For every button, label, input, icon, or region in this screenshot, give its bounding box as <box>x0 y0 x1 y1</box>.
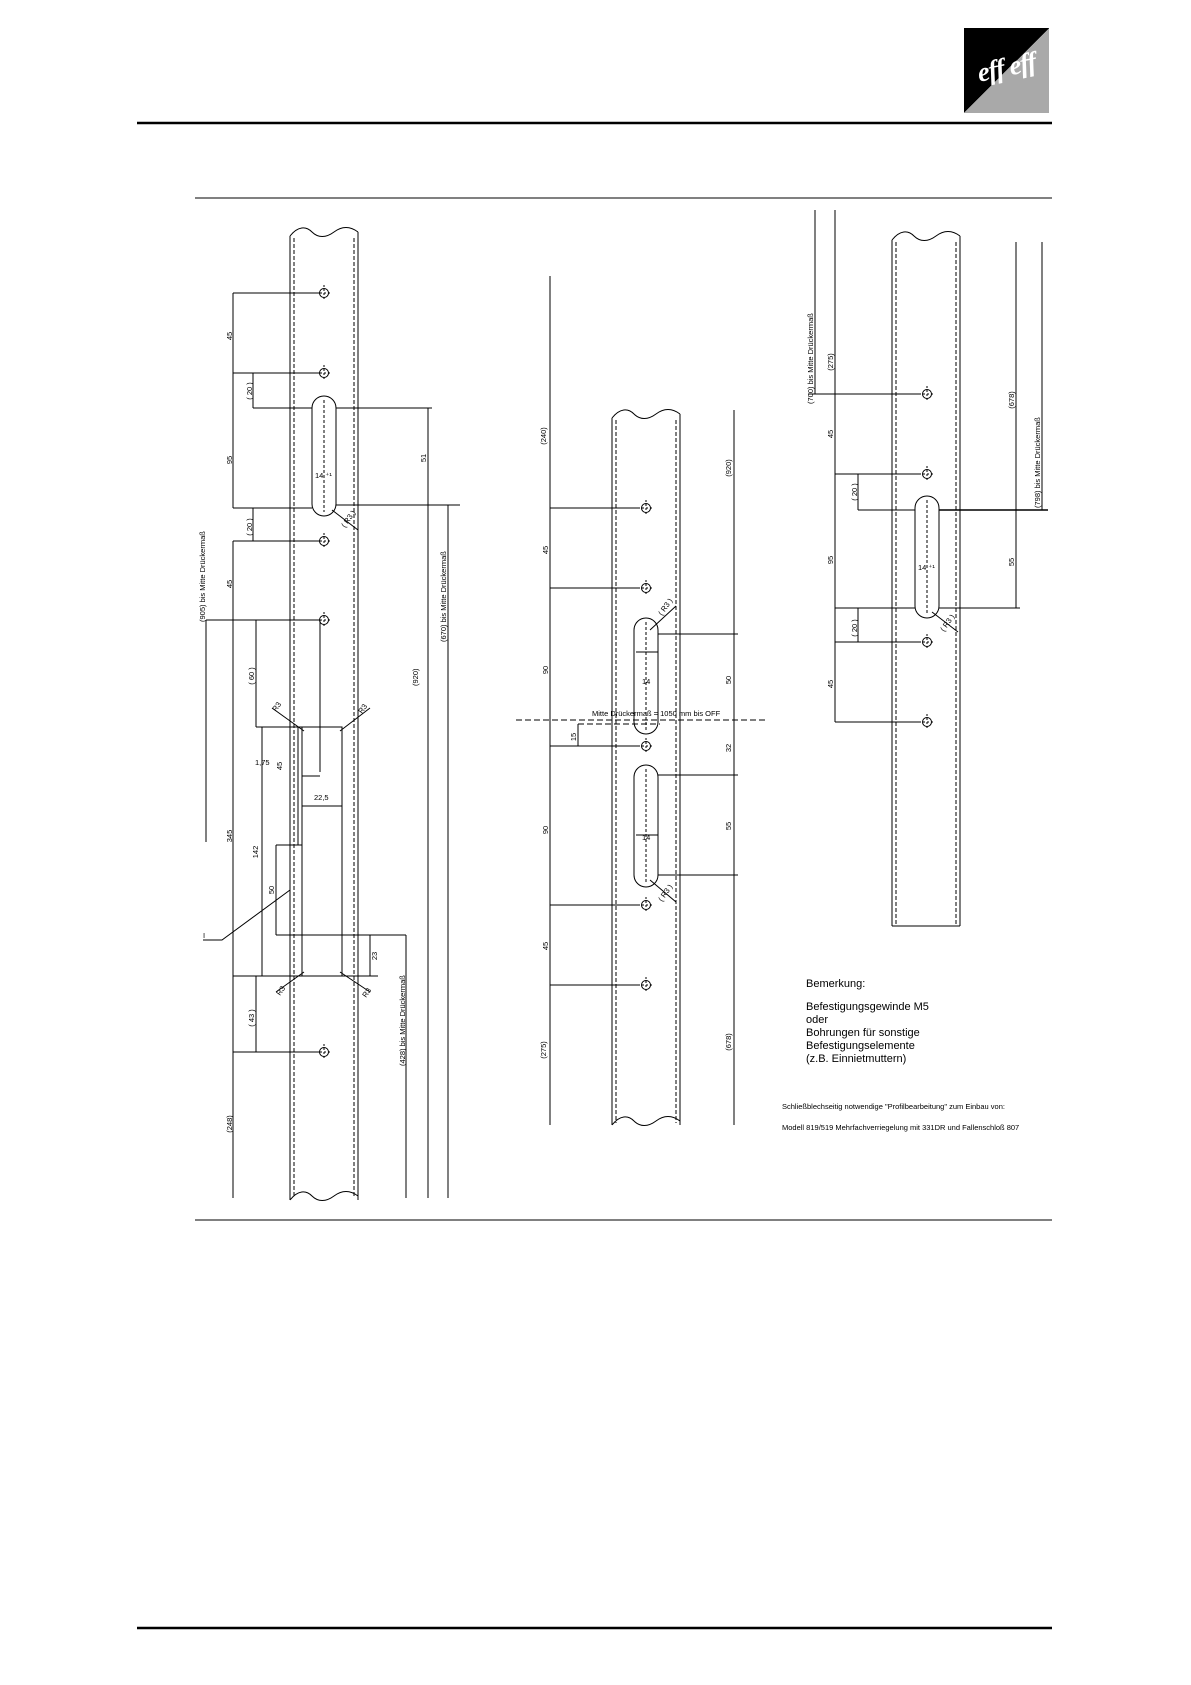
dim-r3a: ( R3 ) <box>339 508 357 529</box>
dim2-14b: 14 <box>642 833 650 842</box>
drawing-2-text: (240) (920) 45 ( R3 ) 90 14 50 Mitte Drü… <box>539 427 733 1059</box>
dim2-50a: 50 <box>724 676 733 684</box>
dim-45c: 45 <box>275 762 284 770</box>
dim-51: 51 <box>419 454 428 462</box>
dim-r3d: R3 <box>274 984 287 997</box>
dim3-45b: 45 <box>826 680 835 688</box>
dim2-55: 55 <box>724 822 733 830</box>
remarks-line: oder <box>806 1014 829 1026</box>
dim-345: 345 <box>225 830 234 843</box>
remarks-line: Befestigungselemente <box>806 1040 915 1052</box>
dim3-55: 55 <box>1007 558 1016 566</box>
holes-3 <box>919 386 935 730</box>
remarks-block: Bemerkung: Befestigungsgewinde M5 oder B… <box>806 978 929 1066</box>
slot-3 <box>914 495 940 619</box>
profile-3-outline <box>891 231 961 926</box>
dim-60: ( 60 ) <box>247 667 256 685</box>
dim3-20a: ( 20 ) <box>850 483 859 501</box>
dim-14: 14 ⁺¹ <box>315 471 332 480</box>
dim2-240: (240) <box>539 427 548 445</box>
dim2-mitte: Mitte Drückermaß = 1050 mm bis OFF <box>592 709 721 718</box>
dim3-14: 14 ⁺¹ <box>918 563 935 572</box>
dim-43: ( 43 ) <box>247 1009 256 1027</box>
dim3-95: 95 <box>826 556 835 564</box>
dim-20a: ( 20 ) <box>245 382 254 400</box>
dim2-45b: 45 <box>541 942 550 950</box>
profile-2-outline <box>611 409 681 1126</box>
dim3-678: (678) <box>1007 391 1016 409</box>
effeff-logo: eff eff <box>964 28 1049 113</box>
remarks-title: Bemerkung: <box>806 978 866 990</box>
footnote-line-2: Modell 819/519 Mehrfachverriegelung mit … <box>782 1123 1020 1132</box>
drawing-1-text: 45 ( 20 ) 95 14 ⁺¹ ( R3 ) ( 20 ) 45 51 (… <box>198 332 448 1133</box>
dim2-45a: 45 <box>541 546 550 554</box>
label-670: (670) bis Mitte Drückermaß <box>439 551 448 642</box>
slot-1 <box>311 395 337 517</box>
dim2-90a: 90 <box>541 666 550 674</box>
dim2-r3b: ( R3 ) <box>656 882 674 903</box>
dim-r3b: R3 <box>270 700 283 713</box>
dim-45a: 45 <box>225 332 234 340</box>
dim-23: 23 <box>370 952 379 960</box>
drawing-1 <box>203 227 460 1201</box>
dim3-275: (275) <box>826 353 835 371</box>
dim2-90b: 90 <box>541 826 550 834</box>
holes-2 <box>638 500 654 993</box>
footnote-line-1: Schließblechseitig notwendige "Profilbea… <box>782 1102 1005 1111</box>
cutout-1 <box>301 726 343 977</box>
remarks-line: (z.B. Einnietmuttern) <box>806 1053 907 1065</box>
slot-2b <box>633 764 659 888</box>
label-428: (428) bis Mitte Drückermaß <box>398 975 407 1066</box>
dim2-32: 32 <box>724 744 733 752</box>
drawing-3 <box>808 210 1048 927</box>
drawing-3-text: (700) bis Mitte Drückermaß (275) (678) 4… <box>806 313 1042 688</box>
dim2-r3a: ( R3 ) <box>656 596 674 617</box>
dim-175: 1,75 <box>255 758 270 767</box>
dim3-700: (700) bis Mitte Drückermaß <box>806 313 815 404</box>
dim-45b: 45 <box>225 580 234 588</box>
dim3-798: (798) bis Mitte Drückermaß <box>1033 417 1042 508</box>
remarks-line: Befestigungsgewinde M5 <box>806 1001 929 1013</box>
dim2-678: (678) <box>724 1033 733 1051</box>
mark-i: I <box>203 931 205 940</box>
dim3-r3: ( R3 ) <box>938 612 956 633</box>
dim3-20b: ( 20 ) <box>850 619 859 637</box>
holes-1 <box>316 285 332 1060</box>
label-905: (905) bis Mitte Drückermaß <box>198 531 207 622</box>
drawing-2 <box>516 276 766 1126</box>
dim-50: 50 <box>267 886 276 894</box>
dim-20b: ( 20 ) <box>245 518 254 536</box>
label-920: (920) <box>411 668 420 686</box>
dim-142: 142 <box>251 846 260 859</box>
dim2-15: 15 <box>569 733 578 741</box>
dim-95: 95 <box>225 456 234 464</box>
dim2-920: (920) <box>724 459 733 477</box>
dim-248: (248) <box>225 1115 234 1133</box>
dim3-45a: 45 <box>826 430 835 438</box>
profile-1-outline <box>289 227 359 1201</box>
slot-2a <box>633 617 659 735</box>
dim-r3e: R3 <box>360 986 373 999</box>
remarks-line: Bohrungen für sonstige <box>806 1027 920 1039</box>
dim2-14a: 14 <box>642 677 650 686</box>
dim-225: 22,5 <box>314 793 329 802</box>
dim2-275: (275) <box>539 1041 548 1059</box>
footnote-block: Schließblechseitig notwendige "Profilbea… <box>782 1096 1019 1138</box>
